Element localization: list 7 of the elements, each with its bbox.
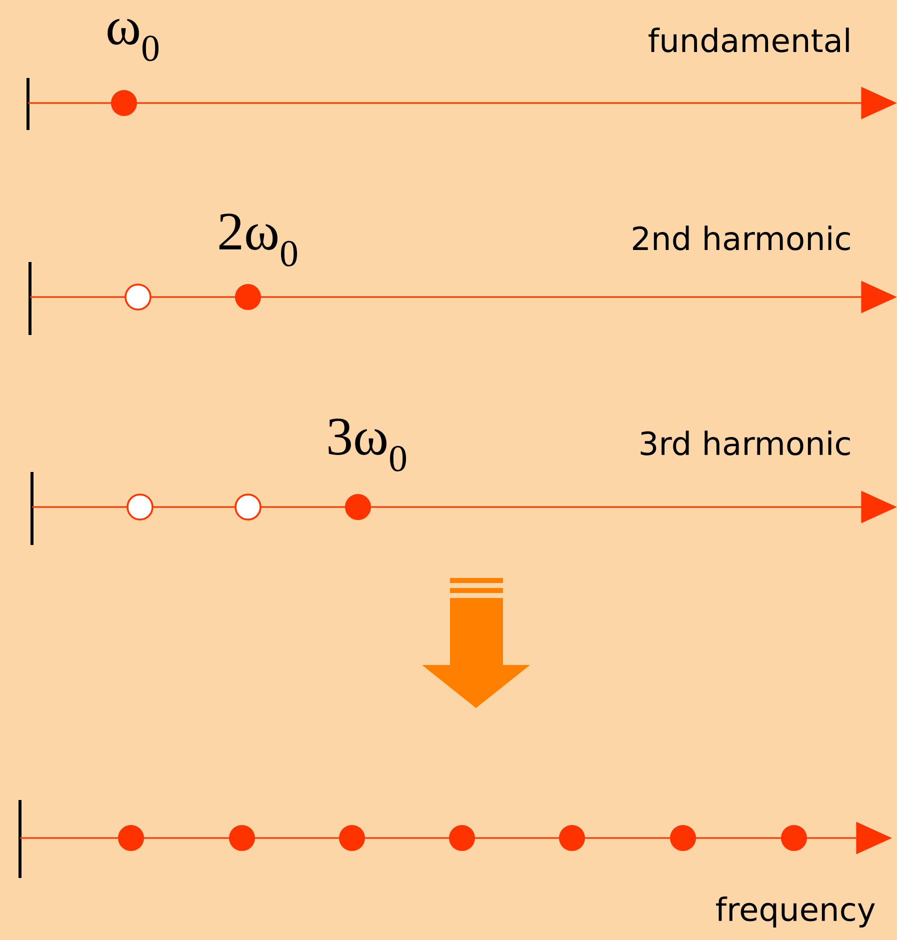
harmonic-label: 2nd harmonic [633, 226, 850, 250]
math-label: ω$_{0}$ [108, 18, 159, 62]
math-label: 2ω$_{0}$ [219, 214, 298, 266]
harmonic-label: 3rd harmonic [640, 430, 850, 456]
axis-label: frequency [716, 896, 875, 928]
harmonic-label: fundamental [648, 28, 849, 52]
math-label: 3ω$_{0}$ [328, 418, 406, 472]
